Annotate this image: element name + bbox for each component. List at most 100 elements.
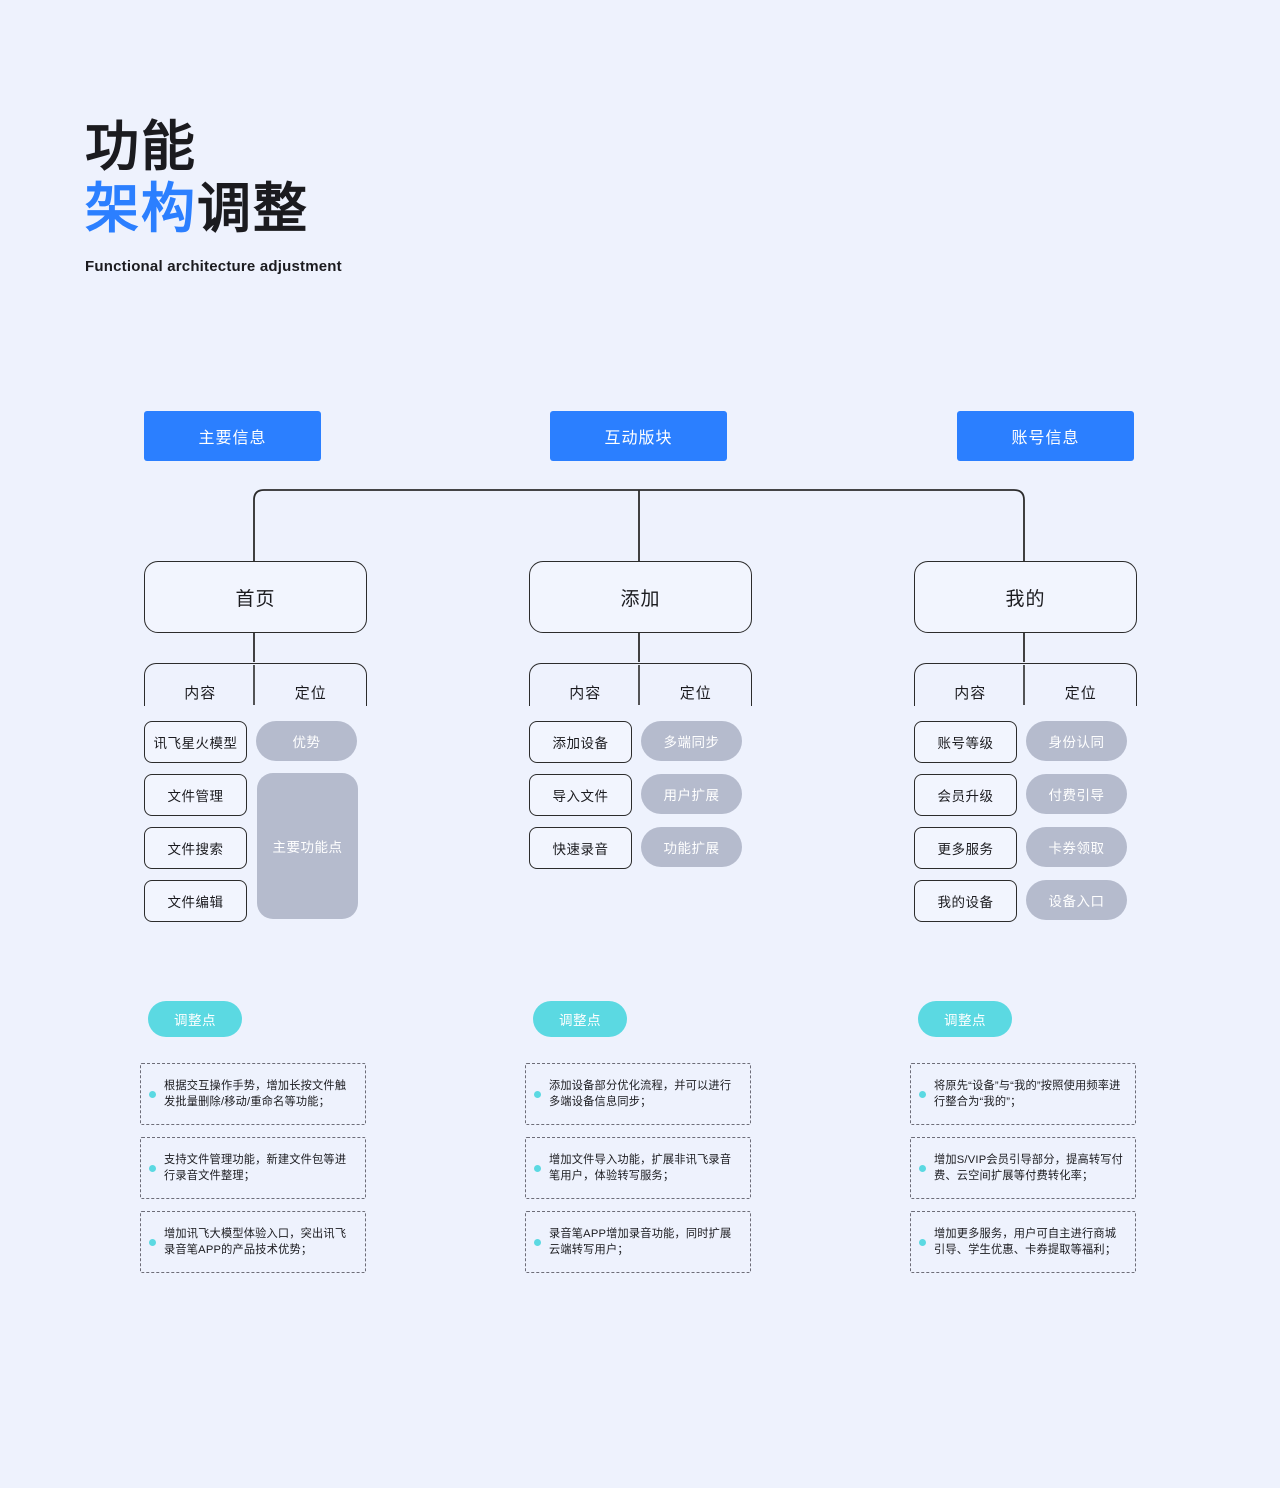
note-item: 增加S/VIP会员引导部分，提高转写付费、云空间扩展等付费转化率； [910, 1137, 1136, 1199]
position-pill[interactable]: 设备入口 [1026, 880, 1127, 920]
bullet-dot-icon [534, 1238, 541, 1246]
content-chip[interactable]: 文件搜索 [144, 827, 247, 869]
column-header-content-label: 内容 [954, 685, 987, 702]
position-pill[interactable]: 多端同步 [641, 721, 742, 761]
table-row: 导入文件 用户扩展 [529, 774, 750, 818]
note-item: 增加讯飞大模型体验入口，突出讯飞录音笔APP的产品技术优势； [140, 1211, 366, 1273]
note-text: 根据交互操作手势，增加长按文件触发批量删除/移动/重命名等功能； [164, 1080, 347, 1108]
adjust-badge-mine[interactable]: 调整点 [918, 1001, 1012, 1037]
section-button-interaction[interactable]: 互动版块 [550, 411, 727, 461]
position-pill[interactable]: 身份认同 [1026, 721, 1127, 761]
position-pill[interactable]: 付费引导 [1026, 774, 1127, 814]
page-subtitle: Functional architecture adjustment [85, 258, 342, 275]
node-box-mine[interactable]: 我的 [914, 561, 1137, 633]
adjust-badge-add[interactable]: 调整点 [533, 1001, 627, 1037]
column-header-home: 内容 定位 [144, 663, 367, 706]
cell-position: 用户扩展 [639, 774, 750, 818]
bullet-dot-icon [919, 1090, 926, 1098]
content-chip[interactable]: 文件管理 [144, 774, 247, 816]
note-item: 增加更多服务，用户可自主进行商城引导、学生优惠、卡券提取等福利； [910, 1211, 1136, 1273]
section-button-main-info[interactable]: 主要信息 [144, 411, 321, 461]
note-text: 支持文件管理功能，新建文件包等进行录音文件整理； [164, 1154, 347, 1182]
table-row: 讯飞星火模型 优势 [144, 721, 365, 765]
table-row: 会员升级 付费引导 [914, 774, 1135, 818]
bullet-dot-icon [919, 1238, 926, 1246]
column-header-add: 内容 定位 [529, 663, 752, 706]
cell-content: 文件管理 [144, 774, 254, 818]
cell-content: 会员升级 [914, 774, 1024, 818]
node-box-home[interactable]: 首页 [144, 561, 367, 633]
content-chip[interactable]: 快速录音 [529, 827, 632, 869]
cell-content: 账号等级 [914, 721, 1024, 765]
column-header-mine: 内容 定位 [914, 663, 1137, 706]
note-item: 添加设备部分优化流程，并可以进行多端设备信息同步； [525, 1063, 751, 1125]
cell-content: 讯飞星火模型 [144, 721, 254, 765]
content-chip[interactable]: 文件编辑 [144, 880, 247, 922]
table-row: 账号等级 身份认同 [914, 721, 1135, 765]
bullet-dot-icon [919, 1164, 926, 1172]
column-header-position-label: 定位 [679, 685, 712, 702]
content-chip[interactable]: 账号等级 [914, 721, 1017, 763]
cell-position: 设备入口 [1024, 880, 1135, 924]
table-row: 文件编辑 [144, 880, 365, 924]
note-text: 增加讯飞大模型体验入口，突出讯飞录音笔APP的产品技术优势； [164, 1228, 347, 1256]
notes-column-home: 根据交互操作手势，增加长按文件触发批量删除/移动/重命名等功能； 支持文件管理功… [140, 1063, 366, 1285]
position-pill[interactable]: 卡券领取 [1026, 827, 1127, 867]
table-row: 文件管理 [144, 774, 365, 818]
bullet-dot-icon [149, 1090, 156, 1098]
position-pill[interactable]: 用户扩展 [641, 774, 742, 814]
note-text: 增加S/VIP会员引导部分，提高转写付费、云空间扩展等付费转化率； [934, 1154, 1124, 1182]
title-accent-text: 架构 [85, 179, 197, 239]
title-rest-text: 调整 [197, 179, 309, 239]
column-header-position-label: 定位 [1064, 685, 1097, 702]
title-line-2: 架构调整 [85, 180, 342, 238]
note-item: 增加文件导入功能，扩展非讯飞录音笔用户，体验转写服务； [525, 1137, 751, 1199]
note-text: 添加设备部分优化流程，并可以进行多端设备信息同步； [549, 1080, 732, 1108]
cell-content: 导入文件 [529, 774, 639, 818]
content-chip[interactable]: 我的设备 [914, 880, 1017, 922]
content-chip[interactable]: 导入文件 [529, 774, 632, 816]
cell-position: 卡券领取 [1024, 827, 1135, 871]
table-row: 添加设备 多端同步 [529, 721, 750, 765]
position-pill-merged-main-features[interactable]: 主要功能点 [257, 773, 358, 919]
column-grid-mine: 账号等级 身份认同 会员升级 付费引导 更多服务 卡券领取 我的设备 设备入口 [914, 721, 1135, 933]
notes-column-mine: 将原先“设备”与“我的”按照使用频率进行整合为“我的”； 增加S/VIP会员引导… [910, 1063, 1136, 1285]
content-chip[interactable]: 更多服务 [914, 827, 1017, 869]
cell-content: 文件编辑 [144, 880, 254, 924]
cell-content: 文件搜索 [144, 827, 254, 871]
bullet-dot-icon [149, 1164, 156, 1172]
note-item: 根据交互操作手势，增加长按文件触发批量删除/移动/重命名等功能； [140, 1063, 366, 1125]
page-title: 功能 架构调整 Functional architecture adjustme… [85, 118, 342, 275]
cell-content: 快速录音 [529, 827, 639, 871]
section-button-account[interactable]: 账号信息 [957, 411, 1134, 461]
position-pill[interactable]: 功能扩展 [641, 827, 742, 867]
content-chip[interactable]: 添加设备 [529, 721, 632, 763]
note-text: 录音笔APP增加录音功能，同时扩展云端转写用户； [549, 1228, 732, 1256]
note-item: 将原先“设备”与“我的”按照使用频率进行整合为“我的”； [910, 1063, 1136, 1125]
bullet-dot-icon [534, 1090, 541, 1098]
cell-content: 我的设备 [914, 880, 1024, 924]
notes-column-add: 添加设备部分优化流程，并可以进行多端设备信息同步； 增加文件导入功能，扩展非讯飞… [525, 1063, 751, 1285]
table-row: 更多服务 卡券领取 [914, 827, 1135, 871]
note-item: 支持文件管理功能，新建文件包等进行录音文件整理； [140, 1137, 366, 1199]
note-text: 增加更多服务，用户可自主进行商城引导、学生优惠、卡券提取等福利； [934, 1228, 1117, 1256]
node-box-add[interactable]: 添加 [529, 561, 752, 633]
cell-position: 多端同步 [639, 721, 750, 765]
content-chip[interactable]: 会员升级 [914, 774, 1017, 816]
cell-position: 付费引导 [1024, 774, 1135, 818]
note-item: 录音笔APP增加录音功能，同时扩展云端转写用户； [525, 1211, 751, 1273]
note-text: 增加文件导入功能，扩展非讯飞录音笔用户，体验转写服务； [549, 1154, 732, 1182]
column-header-position-label: 定位 [294, 685, 327, 702]
cell-content: 更多服务 [914, 827, 1024, 871]
table-row: 我的设备 设备入口 [914, 880, 1135, 924]
position-pill[interactable]: 优势 [256, 721, 357, 761]
title-line-1: 功能 [85, 117, 197, 177]
table-row: 快速录音 功能扩展 [529, 827, 750, 871]
content-chip[interactable]: 讯飞星火模型 [144, 721, 247, 763]
cell-position: 优势 [254, 721, 365, 765]
bullet-dot-icon [534, 1164, 541, 1172]
cell-position: 身份认同 [1024, 721, 1135, 765]
column-header-content-label: 内容 [184, 685, 217, 702]
adjust-badge-home[interactable]: 调整点 [148, 1001, 242, 1037]
